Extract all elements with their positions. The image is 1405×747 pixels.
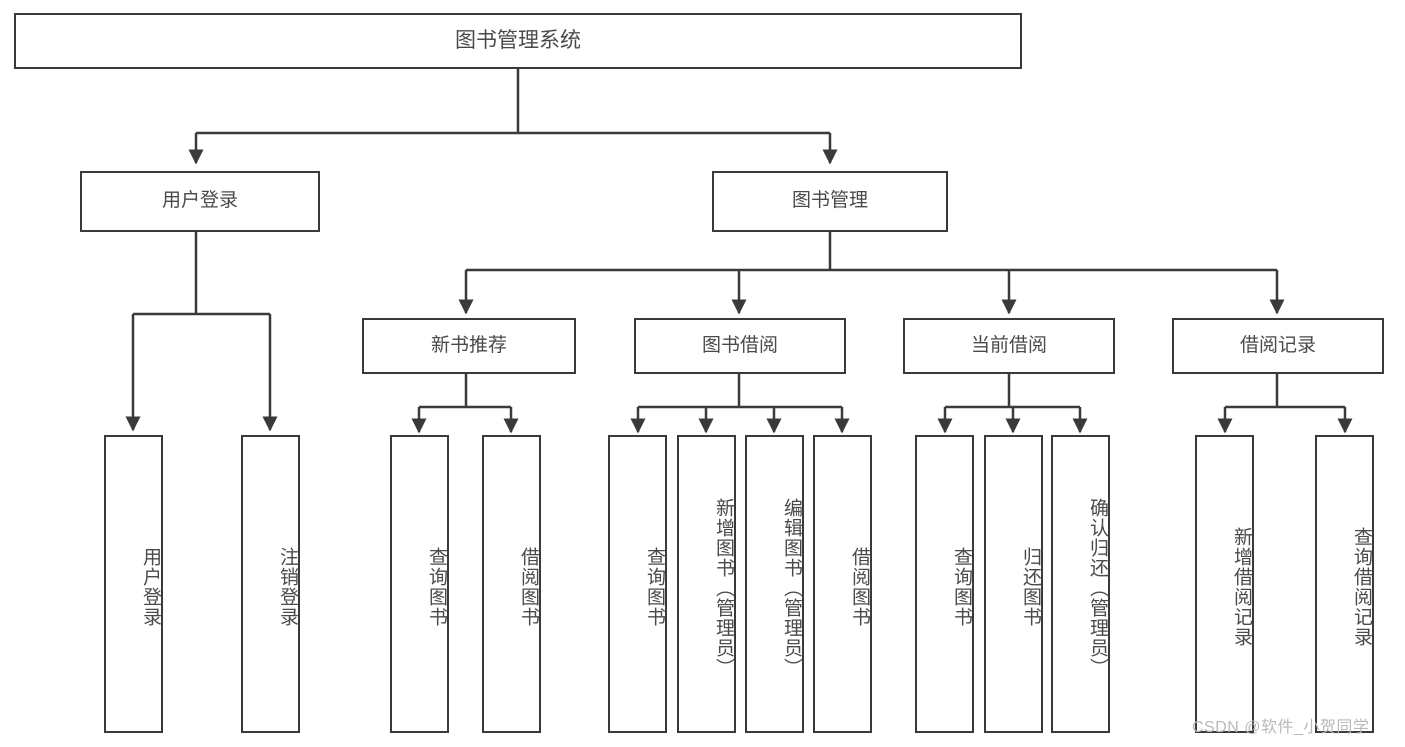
node-label: 借阅图书 xyxy=(849,547,870,627)
node-label: 编辑图书（管理员） xyxy=(781,498,802,678)
leaf-return-book[interactable]: 归还图书 xyxy=(984,435,1043,733)
node-label: 借阅记录 xyxy=(1239,334,1316,356)
node-borrow-record[interactable]: 借阅记录 xyxy=(1172,318,1384,374)
node-label: 借阅图书 xyxy=(518,547,539,627)
node-label: 查询图书 xyxy=(644,547,665,627)
leaf-add-borrow-record[interactable]: 新增借阅记录 xyxy=(1195,435,1254,733)
leaf-query-book-current[interactable]: 查询图书 xyxy=(915,435,974,733)
leaf-user-login[interactable]: 用户登录 xyxy=(104,435,163,733)
leaf-borrow-book[interactable]: 借阅图书 xyxy=(813,435,872,733)
node-label: 用户登录 xyxy=(140,547,161,627)
node-new-book-recommend[interactable]: 新书推荐 xyxy=(362,318,576,374)
node-label: 新增图书（管理员） xyxy=(713,498,734,678)
node-label: 图书借阅 xyxy=(701,334,778,356)
leaf-add-book-admin[interactable]: 新增图书（管理员） xyxy=(677,435,736,733)
node-label: 查询图书 xyxy=(426,547,447,627)
leaf-query-book-recommend[interactable]: 查询图书 xyxy=(390,435,449,733)
leaf-query-borrow-record[interactable]: 查询借阅记录 xyxy=(1315,435,1374,733)
node-label: 用户登录 xyxy=(161,190,238,212)
node-label: 当前借阅 xyxy=(970,334,1047,356)
node-current-borrow[interactable]: 当前借阅 xyxy=(903,318,1115,374)
leaf-query-book-borrow[interactable]: 查询图书 xyxy=(608,435,667,733)
node-label: 查询图书 xyxy=(951,547,972,627)
node-label: 确认归还（管理员） xyxy=(1087,498,1108,678)
leaf-borrow-book-recommend[interactable]: 借阅图书 xyxy=(482,435,541,733)
node-label: 归还图书 xyxy=(1020,547,1041,627)
node-label: 图书管理 xyxy=(791,190,868,212)
node-root-system[interactable]: 图书管理系统 xyxy=(14,13,1022,69)
node-book-borrow[interactable]: 图书借阅 xyxy=(634,318,846,374)
node-label: 查询借阅记录 xyxy=(1351,527,1372,647)
node-label: 图书管理系统 xyxy=(455,28,581,52)
node-book-management[interactable]: 图书管理 xyxy=(712,171,948,232)
leaf-edit-book-admin[interactable]: 编辑图书（管理员） xyxy=(745,435,804,733)
node-label: 新增借阅记录 xyxy=(1231,527,1252,647)
leaf-confirm-return-admin[interactable]: 确认归还（管理员） xyxy=(1051,435,1110,733)
watermark: CSDN @软件_小贺同学 xyxy=(1192,719,1370,736)
node-user-login[interactable]: 用户登录 xyxy=(80,171,320,232)
node-label: 新书推荐 xyxy=(430,334,507,356)
node-label: 注销登录 xyxy=(277,547,298,627)
leaf-logout[interactable]: 注销登录 xyxy=(241,435,300,733)
